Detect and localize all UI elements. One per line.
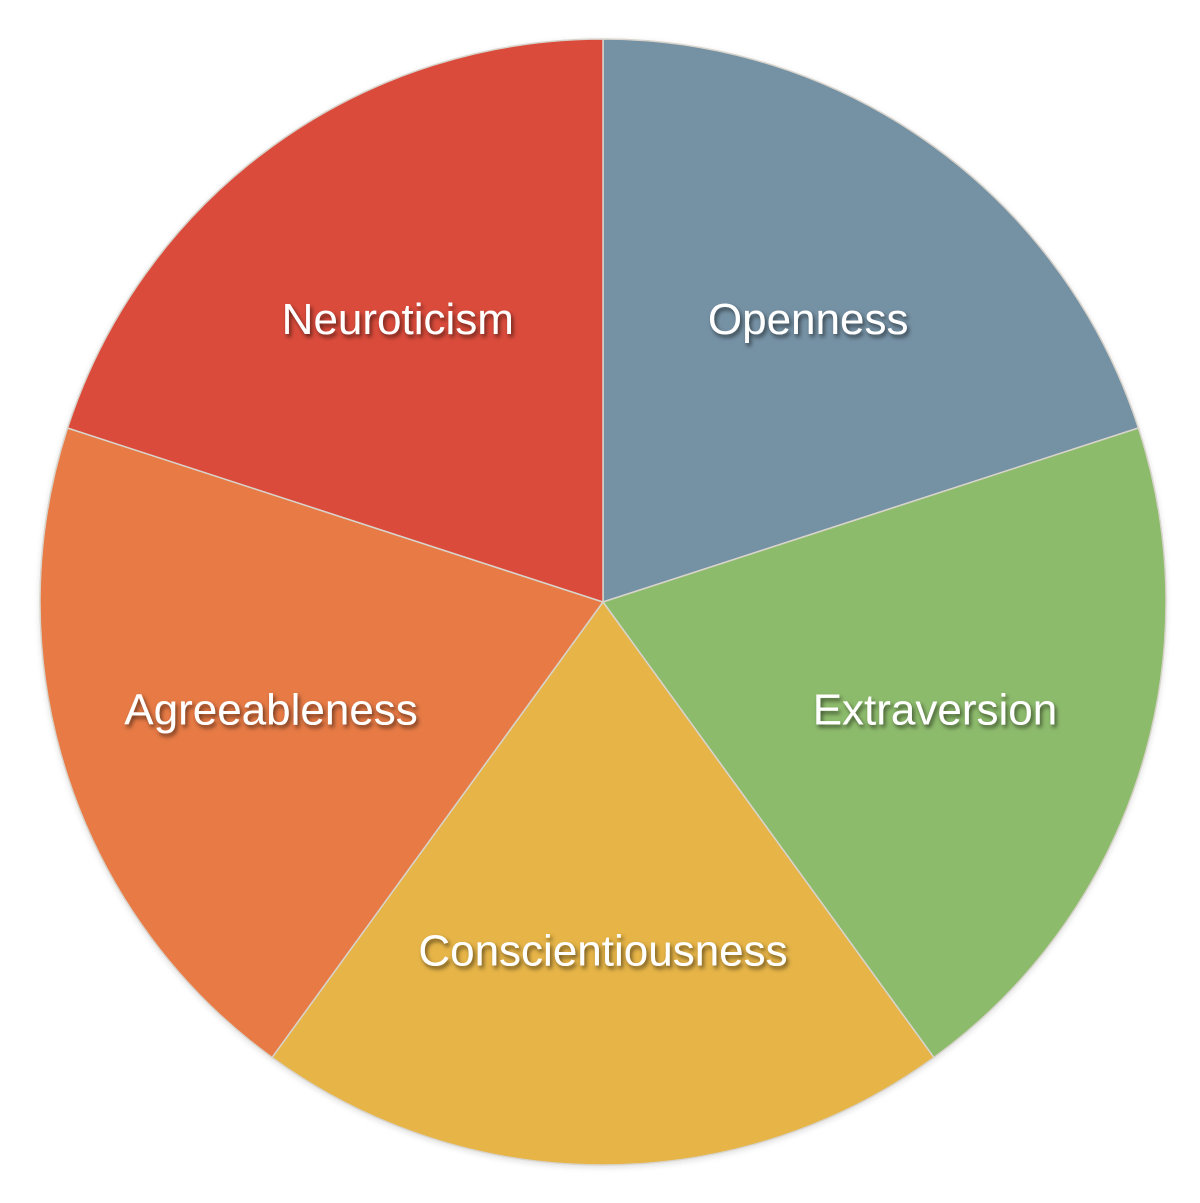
label-neuroticism: Neuroticism bbox=[282, 295, 514, 344]
slice-conscientiousness bbox=[271, 601, 935, 1166]
label-openness: Openness bbox=[708, 295, 909, 344]
label-conscientiousness: Conscientiousness bbox=[418, 927, 787, 976]
label-extraversion: Extraversion bbox=[813, 685, 1058, 734]
slice-neuroticism bbox=[66, 38, 604, 603]
label-agreeableness: Agreeableness bbox=[124, 685, 418, 734]
slice-extraversion bbox=[602, 427, 1167, 1059]
pie-slices bbox=[39, 38, 1167, 1166]
slice-openness bbox=[602, 38, 1140, 603]
slice-agreeableness bbox=[39, 427, 604, 1059]
